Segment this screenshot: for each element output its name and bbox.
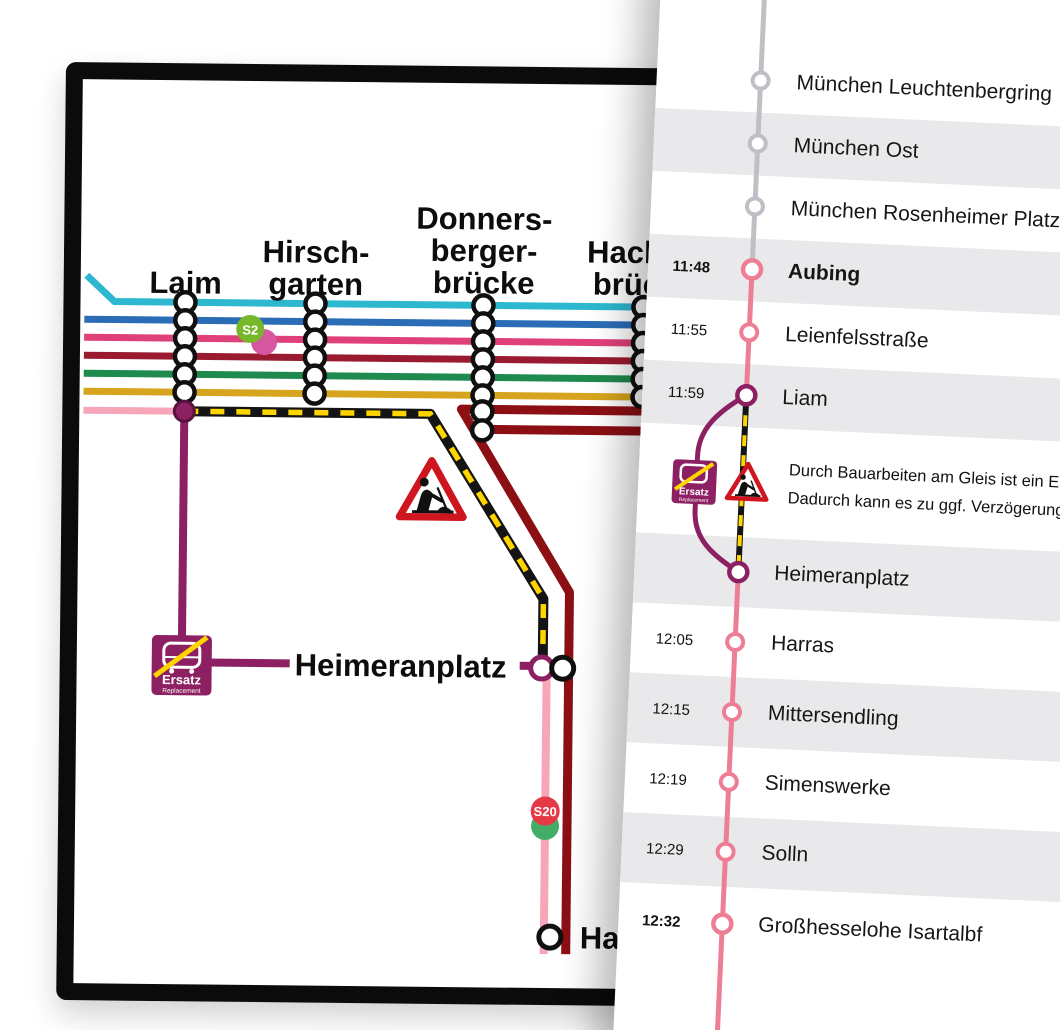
laim-label: Laim <box>149 265 222 301</box>
stop-name: Harras <box>770 631 835 658</box>
harras-marker <box>536 923 564 951</box>
stop-name: Mittersendling <box>767 701 900 731</box>
line-pink-west <box>83 406 185 415</box>
stop-list: München Leuchtenbergring München Ost Mün… <box>617 0 1060 977</box>
transit-map: Heimeranplatz Ersatz Replacement <box>83 201 1047 957</box>
stop-name: Großhesselohe Isartalbf <box>757 913 983 947</box>
donnersbergerbruecke-label: brücke <box>433 265 535 301</box>
s2-line-badge: S2 <box>236 314 278 356</box>
svg-text:berger-: berger- <box>430 233 537 269</box>
stop-time: 12:29 <box>645 839 685 859</box>
stop-time <box>657 76 719 79</box>
stop-name: Heimeranplatz <box>773 561 911 591</box>
ersatz-badge-box <box>151 634 212 696</box>
stop-name: München Leuchtenbergring <box>796 70 1053 106</box>
laim-junction-marker <box>172 399 196 423</box>
heimeranplatz-marker-2 <box>549 654 577 682</box>
stop-name: Solln <box>761 841 809 867</box>
timetable-panel: München Leuchtenbergring München Ost Mün… <box>607 0 1060 1030</box>
stop-time <box>651 202 713 205</box>
stop-name: Aubing <box>787 259 861 286</box>
no-train-slash-icon <box>153 635 209 678</box>
stop-name: Liam <box>781 385 829 411</box>
svg-text:Hirsch-: Hirsch- <box>262 234 369 270</box>
stop-time <box>634 567 696 570</box>
station-labels: Laim Hirsch- garten Donners- berger- brü… <box>149 201 701 957</box>
ersatz-badge-subtitle: Replacement <box>162 688 201 695</box>
svg-text:Donners-: Donners- <box>416 201 552 237</box>
s2-badge-label: S2 <box>242 322 258 337</box>
stop-name: Leienfelsstraße <box>784 322 930 352</box>
roadworks-icon <box>399 460 463 517</box>
stop-time: 11:48 <box>672 257 711 277</box>
stop-time: 12:19 <box>648 769 688 789</box>
closed-track-base <box>184 406 549 667</box>
notice-line-1: Durch Bauarbeiten am Gleis ist ein Ersat… <box>788 460 1060 500</box>
stop-time: 11:55 <box>670 320 708 340</box>
train-icon <box>162 641 202 669</box>
ersatz-badge: Ersatz Replacement <box>151 634 212 696</box>
hirschgarten-label: garten <box>268 266 363 302</box>
notice-line-2: Dadurch kann es zu ggf. Verzögerungen ko… <box>787 488 1060 524</box>
stop-time <box>654 139 716 142</box>
closed-track-hazard-stripes <box>184 408 547 667</box>
stop-time: 11:59 <box>667 383 705 403</box>
s20-badge-label: S20 <box>534 804 557 819</box>
stop-name: München Ost <box>793 133 920 163</box>
stop-time: 12:15 <box>652 699 691 719</box>
stop-name: Simenswerke <box>764 771 892 801</box>
s20-line-badge: S20 <box>530 796 560 841</box>
stop-name: München Rosenheimer Platz <box>790 196 1060 232</box>
stop-time: 12:32 <box>641 911 681 931</box>
ersatz-badge-title: Ersatz <box>162 672 202 687</box>
stop-time: 12:05 <box>655 629 694 649</box>
construction-notice: Durch Bauarbeiten am Gleis ist ein Ersat… <box>636 422 1060 554</box>
heimeranplatz-label: Heimeranplatz <box>295 647 507 684</box>
map-frame: Heimeranplatz Ersatz Replacement <box>56 62 1060 1011</box>
label-backplate <box>289 646 520 683</box>
